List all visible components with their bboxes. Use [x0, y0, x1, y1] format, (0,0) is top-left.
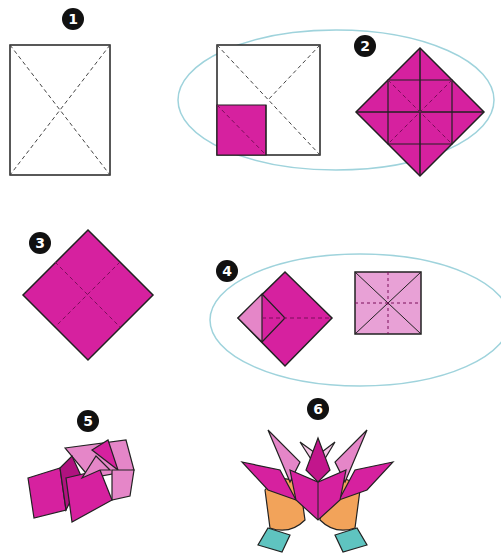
- callout-number: 6: [307, 398, 329, 420]
- callout-number: 2: [354, 35, 376, 57]
- callout-number: 5: [77, 410, 99, 432]
- callout-number: 4: [216, 260, 238, 282]
- callout-number: 3: [29, 232, 51, 254]
- callout-number: 1: [62, 8, 84, 30]
